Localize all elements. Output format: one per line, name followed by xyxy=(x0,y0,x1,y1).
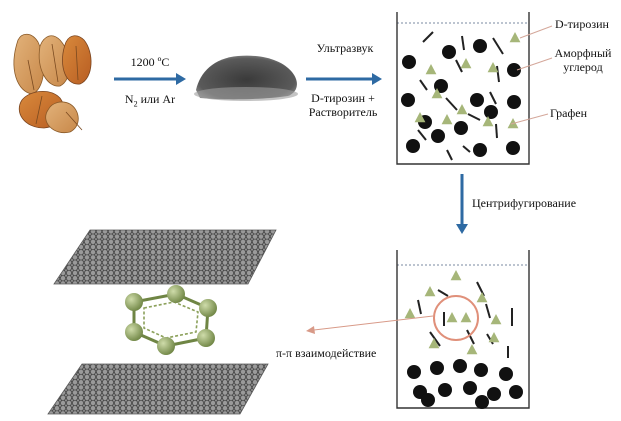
graphene-flake xyxy=(495,123,498,139)
tyrosine-molecule xyxy=(509,32,521,43)
pi-pi-stacking-model xyxy=(47,229,277,415)
graphene-flake xyxy=(419,79,428,91)
graphene-flakes xyxy=(417,31,504,161)
sediment-particle xyxy=(474,363,488,377)
carbon-particle xyxy=(406,139,420,153)
sediment-particle xyxy=(487,387,501,401)
graphene-flake xyxy=(462,145,471,153)
adsorbed-tyrosine-molecules xyxy=(404,270,502,355)
graphene-flake xyxy=(461,35,465,51)
sediment-particle xyxy=(407,365,421,379)
tyrosine-molecule xyxy=(441,114,453,125)
graphene-flake xyxy=(489,91,497,105)
carbon-particle xyxy=(401,93,415,107)
tyrosine-molecule xyxy=(414,112,426,123)
carbon-particle xyxy=(473,143,487,157)
carbon-particle xyxy=(442,45,456,59)
carbon-particle xyxy=(507,95,521,109)
sediment-particles xyxy=(407,359,523,409)
graphene-flake xyxy=(417,299,422,315)
tyrosine-molecule xyxy=(456,104,468,115)
graphene-flake xyxy=(445,97,458,111)
carbon-powder-image xyxy=(194,55,298,101)
tyrosine-molecule xyxy=(428,338,440,349)
graphene-flake xyxy=(446,149,453,161)
dispersed-graphene-flakes xyxy=(417,281,513,358)
sediment-particle xyxy=(463,381,477,395)
tyrosine-molecule xyxy=(488,332,500,343)
legend-graphene-label: Графен xyxy=(550,106,588,120)
amorphous-carbon-particles xyxy=(401,39,521,157)
graphene-flake xyxy=(417,129,427,141)
graphene-flake xyxy=(492,37,504,55)
sediment-particle xyxy=(438,383,452,397)
sediment-particle xyxy=(453,359,467,373)
carbon-particle xyxy=(506,141,520,155)
carbon-particle xyxy=(431,129,445,143)
beaker-dispersion xyxy=(396,12,530,165)
arrow-centrifugation xyxy=(456,174,468,234)
tyrosine-molecule xyxy=(487,62,499,73)
highlight-ring xyxy=(433,295,479,341)
graphene-flake xyxy=(422,31,434,43)
sediment-particle xyxy=(421,393,435,407)
carbon-particle xyxy=(473,39,487,53)
reagent-label-line2: Растворитель xyxy=(308,105,378,119)
aromatic-ring-molecule xyxy=(125,285,217,355)
arrow-sonication xyxy=(306,73,382,85)
graphene-sheet-top xyxy=(53,229,277,285)
graphene-flake xyxy=(429,331,441,347)
arrow-pyrolysis xyxy=(114,73,186,85)
tyrosine-molecule xyxy=(404,308,416,319)
atmosphere-prefix: N xyxy=(124,92,134,106)
atmosphere-suffix: или Ar xyxy=(137,92,176,106)
pi-pi-interaction-label: π-π взаимодействие xyxy=(276,346,377,360)
tyrosine-molecule xyxy=(476,292,488,303)
carbon-particle xyxy=(470,93,484,107)
legend-carbon-label-line2: углерод xyxy=(563,60,603,74)
graphene-flake xyxy=(437,289,449,297)
graphene-flake xyxy=(466,329,475,345)
tyrosine-molecule xyxy=(460,58,472,69)
tyrosine-molecule xyxy=(490,314,502,325)
tyrosine-molecule xyxy=(450,270,462,281)
legend-leader-lines xyxy=(510,25,553,125)
sediment-particle xyxy=(475,395,489,409)
sediment-particle xyxy=(430,361,444,375)
sonication-label: Ультразвук xyxy=(316,41,374,55)
arrow-pointer xyxy=(306,315,434,334)
carbon-particle xyxy=(484,105,498,119)
carbon-particle xyxy=(454,121,468,135)
dry-leaves-image xyxy=(13,33,92,134)
pyrolysis-atmosphere-label: N2 или Ar xyxy=(110,92,190,111)
graphene-flake xyxy=(455,59,463,73)
tyrosine-molecule xyxy=(466,344,478,355)
graphene-flake xyxy=(496,65,500,83)
tyrosine-molecule xyxy=(425,64,437,75)
tyrosine-molecule xyxy=(446,312,458,323)
sediment-particle xyxy=(509,385,523,399)
atmosphere-subscript: 2 xyxy=(133,99,138,109)
carbon-particle xyxy=(402,55,416,69)
carbon-particle xyxy=(507,63,521,77)
tyrosine-molecule xyxy=(431,88,443,99)
centrifugation-label: Центрифугирование xyxy=(472,196,577,210)
graphene-flake xyxy=(467,113,481,121)
tyrosine-molecule xyxy=(424,286,436,297)
legend-tyrosine-label: D-тирозин xyxy=(555,17,609,31)
graphene-flake xyxy=(485,303,491,319)
tyrosine-molecule xyxy=(460,312,472,323)
tyrosine-molecule xyxy=(482,116,494,127)
beaker-supernatant xyxy=(396,250,530,409)
reagent-label-line1: D-тирозин + xyxy=(311,91,375,105)
sediment-particle xyxy=(499,367,513,381)
pyrolysis-temperature-label: 1200 ºC xyxy=(130,55,170,69)
graphene-sheet-bottom xyxy=(47,363,269,415)
legend-carbon-label-line1: Аморфный xyxy=(554,46,612,60)
d-tyrosine-molecules xyxy=(414,32,521,129)
graphene-flake xyxy=(486,333,494,345)
